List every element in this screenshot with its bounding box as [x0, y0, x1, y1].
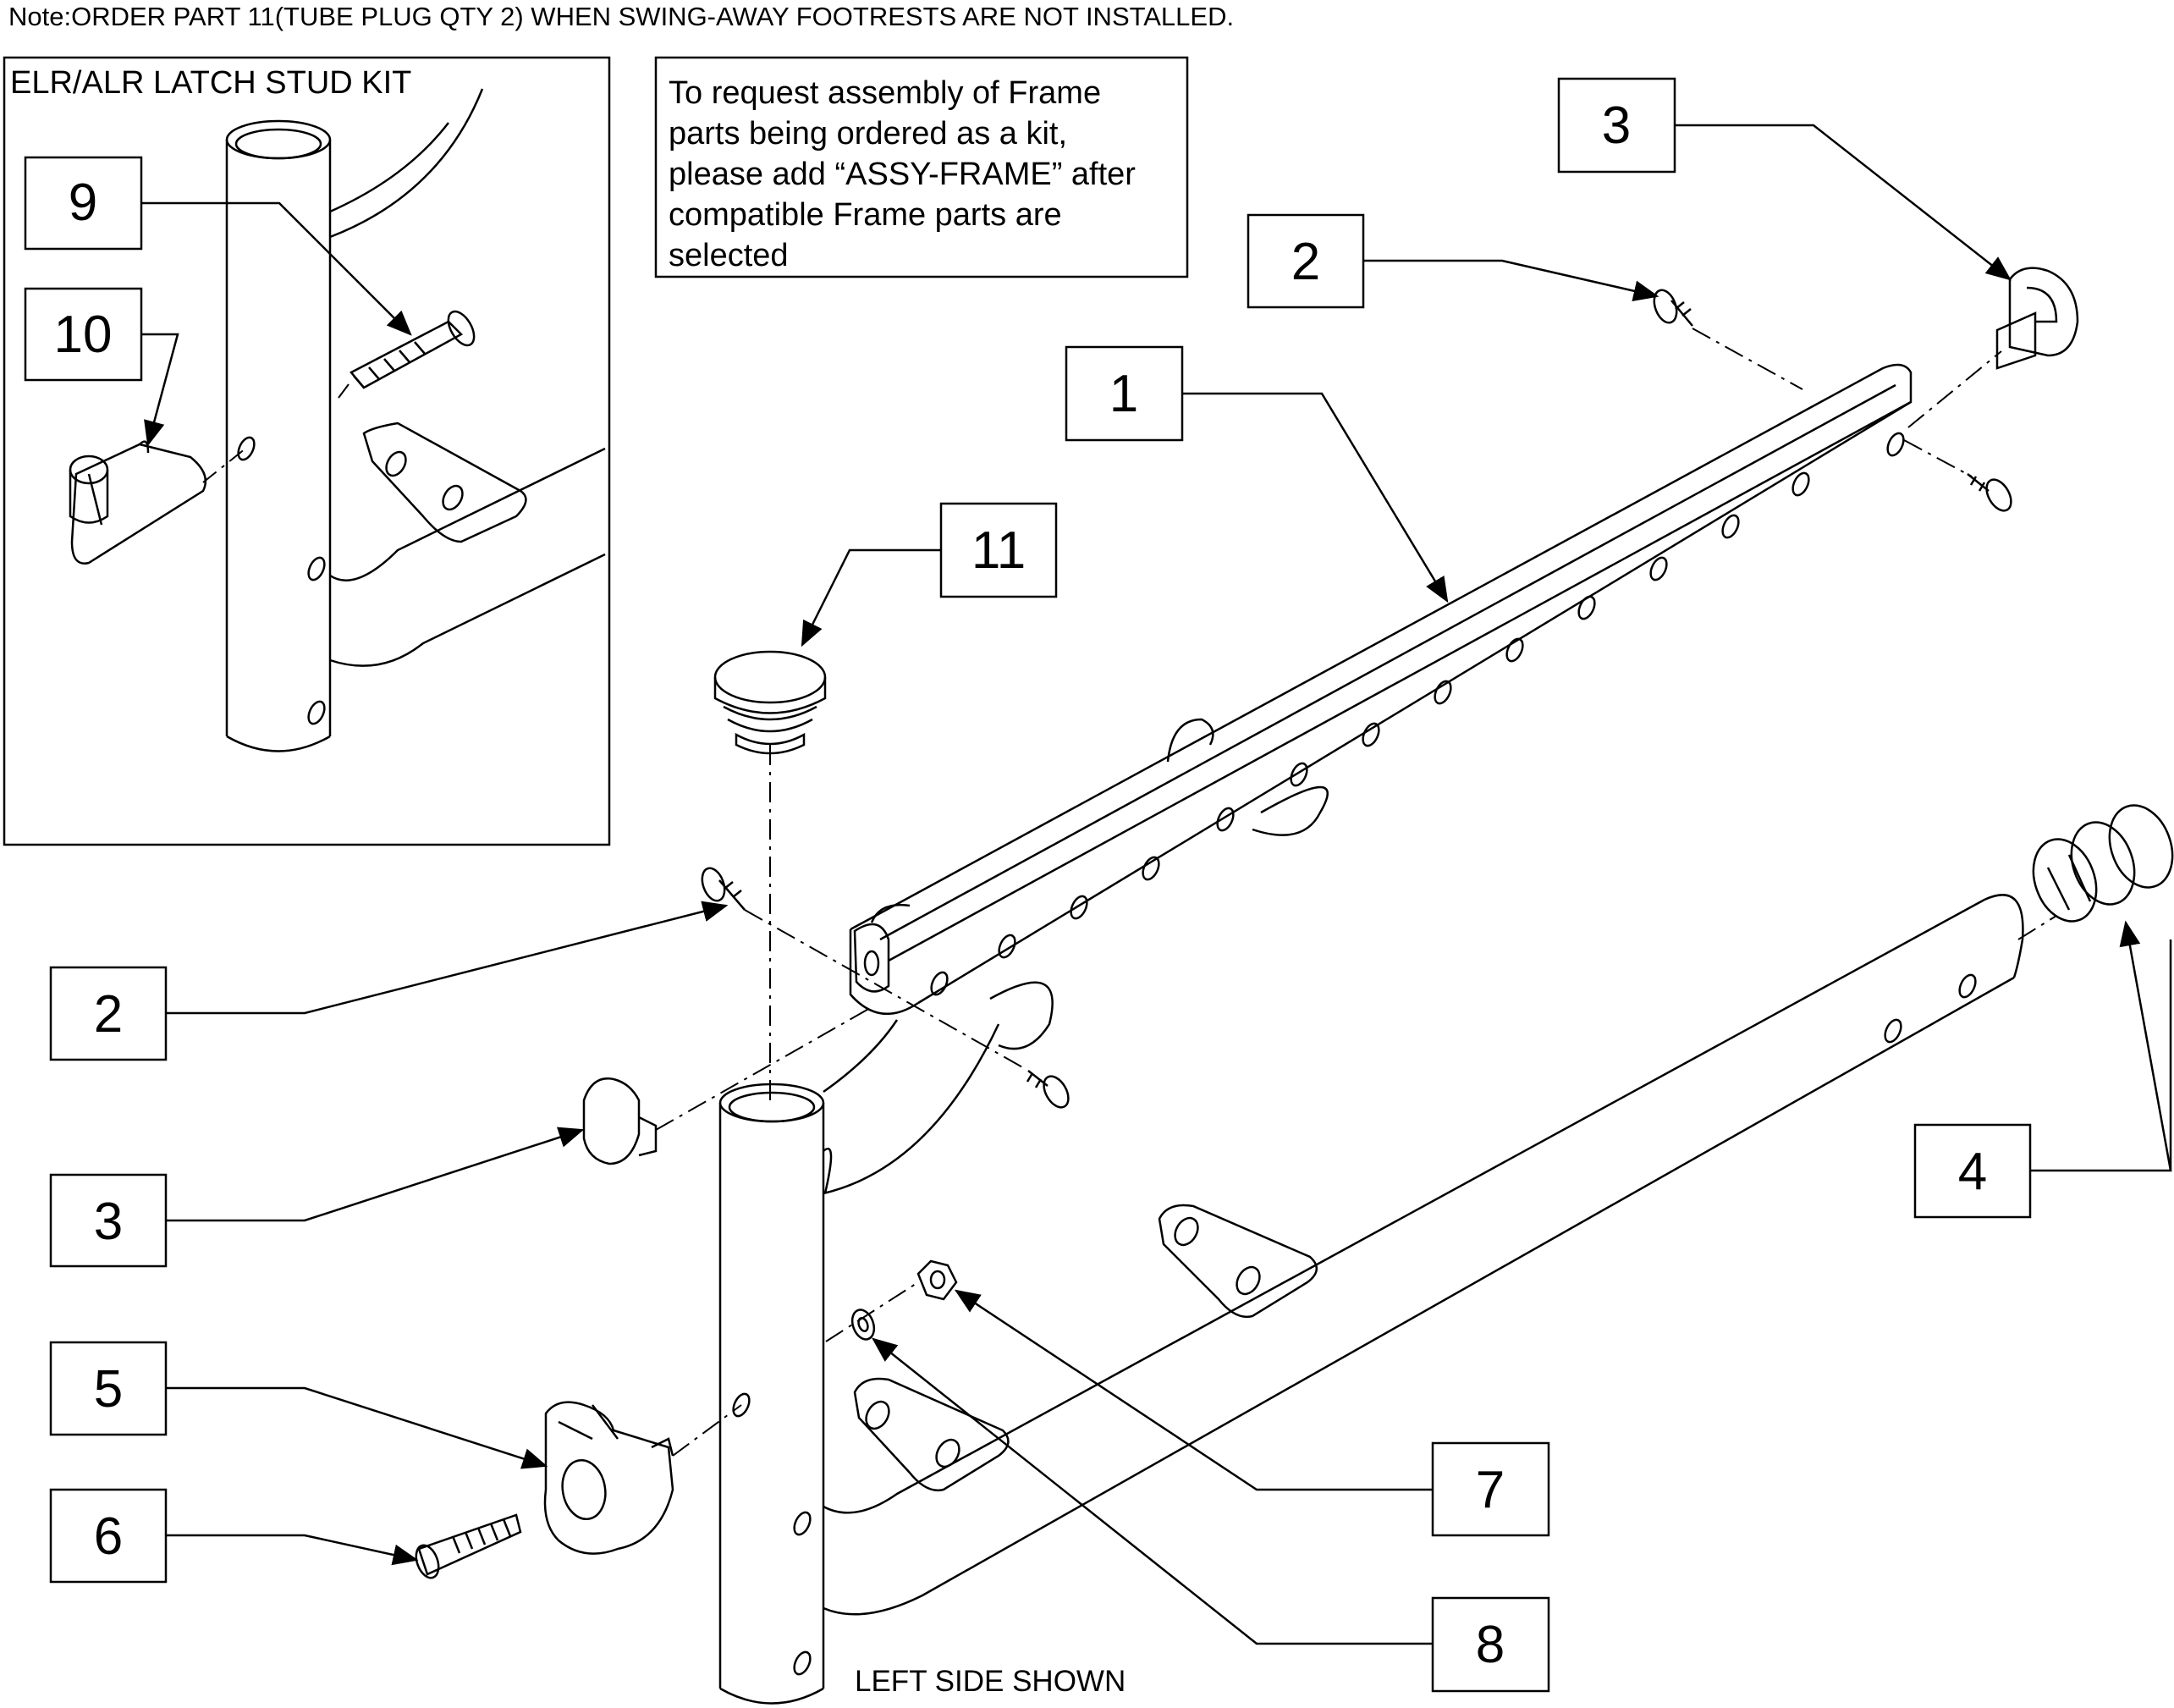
leader-5: [166, 1386, 548, 1469]
latch-part-10: [69, 440, 207, 565]
latch-stud-part-9: [349, 310, 476, 389]
inset-title: ELR/ALR LATCH STUD KIT: [10, 65, 411, 101]
screw-part-2-left: [701, 867, 746, 911]
nut-part-7: [916, 1259, 958, 1301]
inset-frame-lines: [329, 88, 606, 667]
center-lines: [655, 328, 2057, 1457]
end-cap-part-3-top: [1995, 267, 2079, 370]
leader-10: [141, 333, 179, 447]
callout-label-3-top: 3: [1602, 96, 1631, 155]
bolt-part-6: [415, 1513, 522, 1579]
assembly-note-box: To request assembly of Frame parts being…: [654, 56, 1189, 278]
leader-2-top: [1363, 259, 1659, 302]
end-cap-part-3-left: [582, 1077, 658, 1165]
rail-holes: [930, 432, 1905, 996]
tube-plug-part-11: [713, 650, 827, 755]
note-box-frame: [654, 56, 1189, 278]
front-vertical-tube: [718, 1019, 1000, 1705]
view-caption: LEFT SIDE SHOWN: [855, 1665, 1126, 1698]
callouts: [24, 77, 2172, 1693]
screw-part-2-top: [1653, 289, 1693, 327]
callout-label-3-left: 3: [94, 1193, 123, 1251]
screw-part-2-right: [1967, 473, 2012, 512]
leader-9: [141, 201, 412, 336]
inset-centerline: [202, 448, 246, 483]
callout-label-5: 5: [94, 1360, 123, 1419]
latch-stud-kit-inset: ELR/ALR LATCH STUD KIT: [3, 56, 611, 846]
washer-part-8: [850, 1309, 876, 1341]
leader-3-top: [1675, 124, 2012, 281]
kit-note-line-4: compatible Frame parts are: [669, 197, 1062, 233]
kit-note-line-3: please add “ASSY-FRAME” after: [669, 157, 1136, 192]
leader-3-left: [166, 1127, 585, 1222]
leader-7: [954, 1289, 1433, 1491]
inset-centerline-2: [338, 380, 352, 399]
callout-label-6: 6: [94, 1507, 123, 1566]
callout-label-1: 1: [1109, 365, 1138, 423]
leader-1: [1182, 392, 1449, 603]
leader-11: [801, 548, 941, 647]
callout-label-7: 7: [1476, 1461, 1505, 1519]
end-plug-part-4: [2032, 804, 2174, 923]
callout-label-8: 8: [1476, 1616, 1505, 1674]
callout-label-2-top: 2: [1291, 233, 1320, 291]
callout-label-11: 11: [971, 521, 1026, 580]
kit-note-line-1: To request assembly of Frame: [669, 75, 1101, 111]
leader-4: [2030, 920, 2172, 1172]
callout-label-9: 9: [69, 174, 97, 232]
kit-note-line-5: selected: [669, 238, 789, 273]
inset-frame: [3, 56, 611, 846]
order-note: Note:ORDER PART 11(TUBE PLUG QTY 2) WHEN…: [8, 2, 1234, 31]
leader-2-left: [166, 901, 729, 1015]
bracket-part-5: [543, 1401, 674, 1555]
leader-8: [872, 1337, 1433, 1645]
callout-label-2-left: 2: [94, 985, 123, 1044]
seat-rail-part-1: [849, 363, 1913, 1050]
screw-part-2-lower: [1026, 1070, 1070, 1109]
footrest-brackets: [853, 1204, 1318, 1492]
callout-label-4: 4: [1958, 1143, 1987, 1201]
lower-frame-tube: [823, 894, 2024, 1616]
leader-6: [166, 1534, 419, 1566]
kit-note-line-2: parts being ordered as a kit,: [669, 116, 1067, 152]
callout-label-10: 10: [54, 306, 113, 364]
inset-vertical-tube: [225, 119, 332, 752]
